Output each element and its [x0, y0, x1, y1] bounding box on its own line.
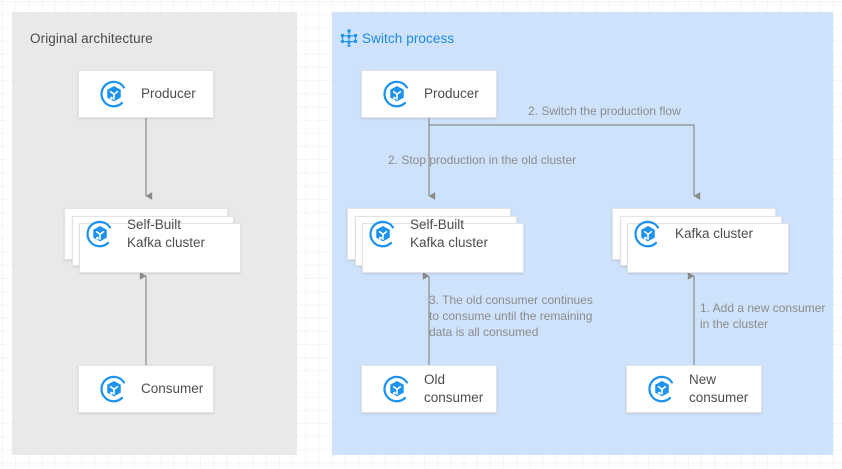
node-label: Old consumer [424, 372, 484, 405]
kafka-cube-icon [633, 219, 663, 249]
node-label: Kafka cluster [675, 226, 754, 241]
node-switch-old-consumer[interactable]: Old consumer [361, 365, 497, 413]
node-switch-new-consumer[interactable]: New consumer [626, 365, 762, 413]
panel-switch-process-title: Switch process [362, 31, 455, 46]
label-switch-the-production-flow: 2. Switch the production flow [528, 104, 681, 118]
node-switch-kafka-cluster[interactable]: Kafka cluster [612, 208, 789, 273]
kafka-cube-icon [382, 374, 412, 404]
kafka-cube-icon [85, 219, 115, 249]
node-label: Consumer [141, 381, 204, 396]
node-original-producer[interactable]: Producer [78, 70, 214, 118]
label-old-consumer-continues-to-consume: 3. The old consumer continues to consume… [429, 293, 593, 339]
node-switch-producer[interactable]: Producer [361, 70, 497, 118]
node-original-consumer[interactable]: Consumer [78, 365, 214, 413]
node-label: Self-Built Kafka cluster [127, 217, 206, 250]
kafka-cube-icon [368, 219, 398, 249]
cluster-nodes-icon [340, 29, 358, 47]
node-original-self-built-kafka-cluster[interactable]: Self-Built Kafka cluster [64, 208, 241, 273]
kafka-cube-icon [382, 79, 412, 109]
kafka-cube-icon [99, 79, 129, 109]
kafka-cube-icon [647, 374, 677, 404]
node-label: Producer [424, 86, 479, 101]
label-stop-production-in-old-cluster: 2. Stop production in the old cluster [388, 153, 577, 167]
label-add-a-new-consumer-in-the-cluster: 1. Add a new consumer in the cluster [700, 301, 826, 331]
node-label: Self-Built Kafka cluster [410, 217, 489, 250]
node-label: Producer [141, 86, 196, 101]
panel-original-architecture-title: Original architecture [30, 31, 153, 46]
node-switch-self-built-kafka-cluster[interactable]: Self-Built Kafka cluster [347, 208, 524, 273]
node-label: New consumer [689, 372, 749, 405]
kafka-cube-icon [99, 374, 129, 404]
